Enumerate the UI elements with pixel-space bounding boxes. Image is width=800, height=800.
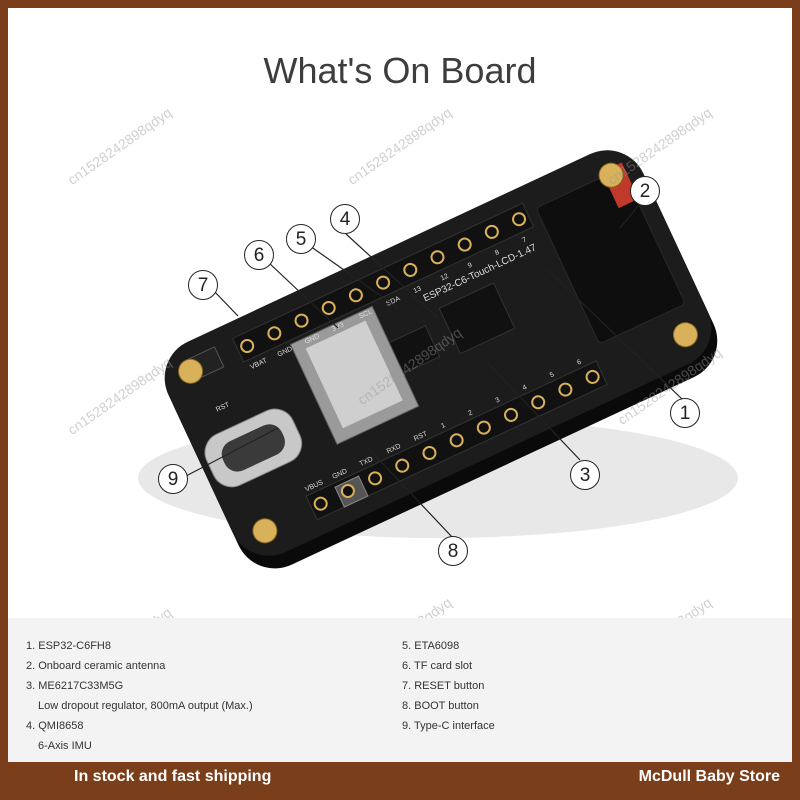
callout-8: 8 bbox=[438, 536, 468, 566]
legend-item: 9. Type-C interface bbox=[402, 720, 495, 732]
header-pin bbox=[558, 382, 573, 397]
page-title: What's On Board bbox=[263, 50, 537, 91]
pin-label: 4 bbox=[522, 384, 529, 392]
header-pin bbox=[422, 445, 437, 460]
header-pin bbox=[430, 250, 445, 265]
header-pin bbox=[240, 338, 255, 353]
pin-label: 6 bbox=[576, 359, 583, 367]
callout-3: 3 bbox=[570, 460, 600, 490]
header-pin bbox=[512, 212, 527, 227]
legend-column-right: 5. ETA6098 6. TF card slot 7. RESET butt… bbox=[402, 636, 495, 736]
pin-label: 12 bbox=[440, 273, 450, 283]
header-pin bbox=[585, 369, 600, 384]
board-illustration: ESP32-C6-Touch-LCD-1.47 7891213SDASCL3V3… bbox=[138, 150, 738, 569]
pin-label: 7 bbox=[521, 236, 528, 244]
header-pin bbox=[531, 395, 546, 410]
shipping-text: In stock and fast shipping bbox=[74, 768, 272, 785]
header-pin bbox=[484, 224, 499, 239]
header-pin bbox=[313, 496, 328, 511]
header-pin bbox=[267, 326, 282, 341]
header-pin bbox=[504, 407, 519, 422]
header-pin bbox=[348, 288, 363, 303]
callout-2: 2 bbox=[630, 176, 660, 206]
store-name: McDull Baby Store bbox=[638, 768, 780, 785]
legend-item: 7. RESET button bbox=[402, 680, 485, 692]
header-pin bbox=[321, 300, 336, 315]
callout-5: 5 bbox=[286, 224, 316, 254]
header-pin bbox=[368, 471, 383, 486]
pin-label: 5 bbox=[549, 371, 556, 379]
pin-label: 2 bbox=[467, 409, 474, 417]
callout-7: 7 bbox=[188, 270, 218, 300]
pin-label: 3 bbox=[494, 397, 501, 405]
legend-item: 5. ETA6098 bbox=[402, 640, 460, 652]
standoff bbox=[252, 518, 278, 544]
legend-item: 1. ESP32-C6FH8 bbox=[26, 640, 111, 652]
header-pin bbox=[403, 262, 418, 277]
header-pin bbox=[449, 433, 464, 448]
pin-label: 9 bbox=[467, 262, 474, 270]
imu-chip bbox=[438, 282, 516, 355]
legend-item: 8. BOOT button bbox=[402, 700, 479, 712]
callout-4: 4 bbox=[330, 204, 360, 234]
callout-lines bbox=[185, 205, 684, 539]
callout-9: 9 bbox=[158, 464, 188, 494]
header-pin bbox=[395, 458, 410, 473]
callout-6: 6 bbox=[244, 240, 274, 270]
legend-item: 2. Onboard ceramic antenna bbox=[26, 660, 166, 672]
header-pin bbox=[457, 237, 472, 252]
header-pin bbox=[476, 420, 491, 435]
header-pin bbox=[340, 484, 355, 499]
standoff bbox=[598, 162, 624, 188]
component-legend: 1. ESP32-C6FH8 2. Onboard ceramic antenn… bbox=[8, 618, 792, 778]
header-pin bbox=[294, 313, 309, 328]
legend-item: 6. TF card slot bbox=[402, 660, 473, 672]
footer-banner: In stock and fast shipping McDull Baby S… bbox=[8, 762, 792, 792]
standoff bbox=[178, 358, 204, 384]
legend-column-left: 1. ESP32-C6FH8 2. Onboard ceramic antenn… bbox=[26, 636, 253, 756]
esp32-module bbox=[536, 168, 685, 344]
pin-label: 13 bbox=[412, 285, 422, 295]
callout-1: 1 bbox=[670, 398, 700, 428]
header-pin bbox=[376, 275, 391, 290]
pin-label: 1 bbox=[440, 422, 447, 430]
pin-label: 8 bbox=[494, 249, 501, 257]
standoff bbox=[672, 322, 698, 348]
